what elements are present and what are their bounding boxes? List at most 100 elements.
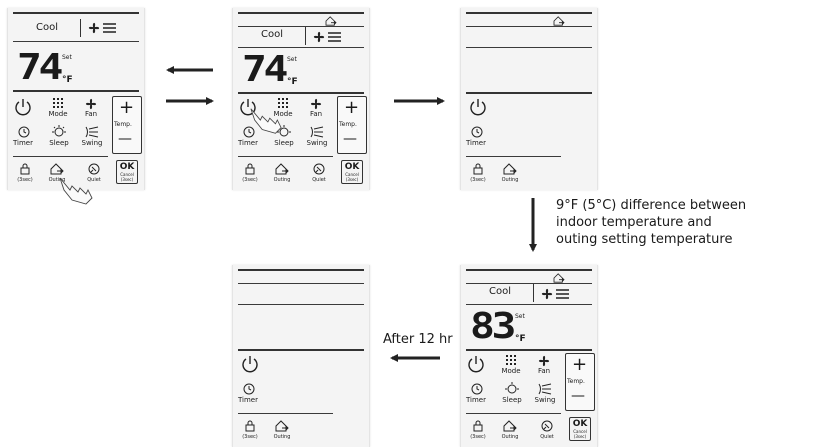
mode-label: Cool	[489, 286, 511, 297]
cancel-label: Cancel	[573, 429, 587, 434]
sleep-icon	[277, 125, 291, 137]
sleep-button[interactable]: Sleep	[49, 139, 69, 147]
swing-icon	[538, 383, 552, 395]
ok-label: OK	[344, 162, 360, 172]
after-12hr-label: After 12 hr	[383, 332, 453, 347]
difference-note-line-3: outing setting temperature	[556, 232, 733, 247]
set-temperature: 74	[17, 47, 63, 88]
hand-pointer-icon	[250, 108, 282, 134]
outing-icon[interactable]	[503, 163, 517, 175]
outing-button[interactable]: Outing	[273, 434, 291, 440]
outing-icon[interactable]	[50, 163, 64, 175]
outing-button[interactable]: Outing	[501, 434, 519, 440]
power-icon[interactable]	[467, 355, 485, 373]
difference-note-line-2: indoor temperature and	[556, 215, 712, 230]
fan-button[interactable]: Fan	[309, 110, 323, 118]
remote-panel-3: Timer (3sec) Outing	[460, 8, 598, 190]
unit-label: °F	[287, 77, 298, 87]
temp-plus-button[interactable]: +	[119, 97, 135, 118]
temp-plus-button[interactable]: +	[344, 97, 360, 118]
set-label: Set	[62, 54, 72, 61]
swing-icon	[310, 126, 324, 138]
lock-icon[interactable]	[473, 420, 483, 432]
ok-cancel-button[interactable]: OK Cancel (3sec)	[341, 160, 363, 184]
mode-grid-icon	[506, 355, 516, 365]
mode-label: Cool	[36, 22, 58, 33]
fan-icon	[85, 98, 97, 110]
timer-button[interactable]: Timer	[237, 396, 258, 404]
lock-icon[interactable]	[245, 163, 255, 175]
mode-grid-icon	[278, 98, 288, 108]
lock-icon[interactable]	[473, 163, 483, 175]
power-icon[interactable]	[239, 98, 257, 116]
quiet-icon[interactable]	[88, 163, 100, 175]
temp-minus-button[interactable]: —	[343, 131, 357, 147]
temp-label: Temp.	[567, 378, 585, 385]
swing-button[interactable]: Swing	[306, 139, 328, 147]
temp-plus-button[interactable]: +	[572, 354, 588, 375]
quiet-icon[interactable]	[541, 420, 553, 432]
fan-speed-icon	[88, 22, 116, 34]
set-temperature: 83	[470, 306, 516, 347]
outing-icon[interactable]	[275, 420, 289, 432]
outing-icon[interactable]	[275, 163, 289, 175]
cancel-sub-label: (3sec)	[120, 177, 134, 182]
remote-panel-2: Cool 74 Set °F Mode Fan + Temp. — Timer …	[232, 8, 370, 190]
fan-icon	[538, 355, 550, 367]
mode-button[interactable]: Mode	[501, 367, 521, 375]
timer-button[interactable]: Timer	[465, 139, 486, 147]
ok-cancel-button[interactable]: OK Cancel (3sec)	[569, 417, 591, 441]
outing-indicator-icon	[553, 16, 565, 26]
quiet-button[interactable]: Quiet	[312, 177, 326, 183]
timer-button[interactable]: Timer	[237, 139, 258, 147]
lock-icon[interactable]	[245, 420, 255, 432]
mode-label: Cool	[261, 29, 283, 40]
mode-grid-icon	[53, 98, 63, 108]
cancel-sub-label: (3sec)	[573, 434, 587, 439]
temp-label: Temp.	[114, 121, 132, 128]
swing-button[interactable]: Swing	[81, 139, 103, 147]
fan-button[interactable]: Fan	[537, 367, 551, 375]
power-icon[interactable]	[14, 98, 32, 116]
temp-minus-button[interactable]: —	[118, 131, 132, 147]
outing-icon[interactable]	[503, 420, 517, 432]
temp-label: Temp.	[339, 121, 357, 128]
outing-button[interactable]: Outing	[48, 177, 66, 183]
mode-button[interactable]: Mode	[273, 110, 293, 118]
timer-button[interactable]: Timer	[12, 139, 33, 147]
unit-label: °F	[62, 75, 73, 85]
timer-icon	[471, 383, 483, 395]
set-label: Set	[515, 313, 525, 320]
ok-cancel-button[interactable]: OK Cancel (3sec)	[116, 160, 138, 184]
set-label: Set	[287, 56, 297, 63]
fan-icon	[310, 98, 322, 110]
sleep-button[interactable]: Sleep	[502, 396, 522, 404]
sleep-button[interactable]: Sleep	[274, 139, 294, 147]
power-icon[interactable]	[469, 98, 487, 116]
temp-control[interactable]: + Temp. —	[112, 96, 142, 154]
swing-button[interactable]: Swing	[534, 396, 556, 404]
power-icon[interactable]	[241, 355, 259, 373]
fan-button[interactable]: Fan	[84, 110, 98, 118]
mode-button[interactable]: Mode	[48, 110, 68, 118]
hand-pointer-icon	[59, 177, 93, 205]
quiet-button[interactable]: Quiet	[540, 434, 554, 440]
quiet-button[interactable]: Quiet	[87, 177, 101, 183]
cancel-label: Cancel	[345, 172, 359, 177]
ok-label: OK	[572, 419, 588, 429]
temp-control[interactable]: + Temp. —	[565, 353, 595, 411]
remote-panel-1: Cool 74 Set °F Mode Fan + Temp. — Timer …	[7, 8, 145, 205]
timer-icon	[18, 126, 30, 138]
outing-indicator-icon	[325, 16, 337, 26]
timer-button[interactable]: Timer	[465, 396, 486, 404]
difference-note-line-1: 9°F (5°C) difference between	[556, 198, 747, 213]
fan-speed-icon	[313, 31, 341, 43]
lock-sub-label: (3sec)	[470, 177, 486, 183]
outing-button[interactable]: Outing	[501, 177, 519, 183]
sleep-icon	[505, 382, 519, 394]
outing-button[interactable]: Outing	[273, 177, 291, 183]
lock-icon[interactable]	[20, 163, 30, 175]
temp-control[interactable]: + Temp. —	[337, 96, 367, 154]
quiet-icon[interactable]	[313, 163, 325, 175]
temp-minus-button[interactable]: —	[571, 388, 585, 404]
